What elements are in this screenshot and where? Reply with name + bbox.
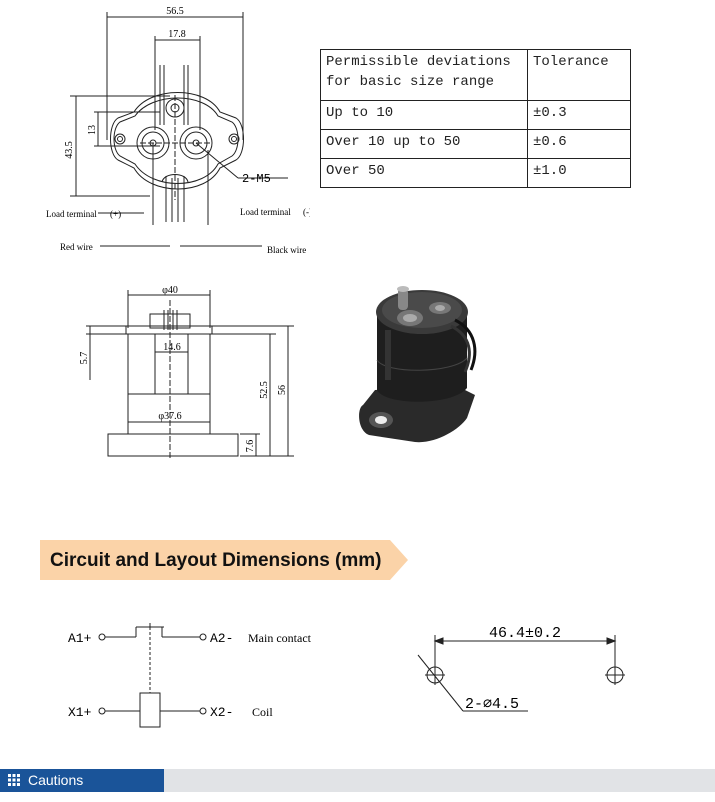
dim-body-height: 52.5 [259, 381, 270, 399]
dim-top-spacing: 17.8 [168, 29, 186, 40]
label-red-wire: Red wire [60, 242, 93, 252]
table-cell-range: Over 10 up to 50 [320, 129, 528, 159]
dim-total-height: 56 [277, 385, 288, 395]
hole-layout-diagram: 46.4±0.2 2-⌀4.5 [417, 625, 625, 713]
dim-pin-width: 14.6 [163, 342, 181, 353]
table-row: Over 10 up to 50 ±0.6 [320, 129, 631, 159]
table-cell-tolerance: ±1.0 [527, 158, 631, 188]
dim-screw: 2-M5 [242, 172, 271, 186]
table-cell-tolerance: ±0.3 [527, 100, 631, 130]
label-load-terminal-plus-sign: (+) [110, 209, 121, 219]
circuit-label-x1: X1+ [68, 705, 92, 720]
circuit-label-x2: X2- [210, 705, 233, 720]
section-heading-banner: Circuit and Layout Dimensions (mm) [40, 540, 408, 580]
dim-offset-left: 5.7 [79, 352, 90, 365]
layout-spacing-label: 46.4±0.2 [489, 625, 561, 642]
label-load-terminal-minus: Load terminal [240, 207, 291, 217]
top-view-drawing: 56.5 17.8 43.5 13 2-M5 Load terminal (+)… [46, 6, 310, 255]
grid-dots-icon [8, 774, 20, 786]
product-photo [359, 286, 477, 443]
dim-top-offset: 13 [87, 125, 98, 135]
cautions-label: Cautions [28, 772, 84, 788]
dim-top-width: 56.5 [166, 6, 184, 17]
table-row: Over 50 ±1.0 [320, 158, 631, 188]
table-cell-tolerance: ±0.6 [527, 129, 631, 159]
circuit-label-a1: A1+ [68, 631, 92, 646]
circuit-label-coil: Coil [252, 705, 273, 719]
circuit-label-a2: A2- [210, 631, 233, 646]
circuit-diagram: A1+ A2- Main contact X1+ X2- Coil [68, 623, 312, 728]
table-header-range: Permissible deviations for basic size ra… [320, 49, 528, 101]
side-view-drawing: φ40 14.6 5.7 52.5 56 φ37.6 7.6 [79, 285, 294, 460]
dim-diameter-top: φ40 [162, 285, 178, 296]
table-cell-range: Over 50 [320, 158, 528, 188]
table-row: Up to 10 ±0.3 [320, 100, 631, 130]
label-black-wire: Black wire [267, 245, 306, 255]
table-cell-range: Up to 10 [320, 100, 528, 130]
section-title: Circuit and Layout Dimensions (mm) [50, 550, 382, 571]
dim-base-height: 7.6 [245, 440, 256, 453]
layout-holes-label: 2-⌀4.5 [465, 696, 519, 713]
table-header-tolerance: Tolerance [527, 49, 631, 101]
label-load-terminal-plus: Load terminal [46, 209, 97, 219]
banner-arrow-shape [40, 540, 408, 580]
tolerance-table: Permissible deviations for basic size ra… [320, 49, 631, 188]
cautions-tab: Cautions [0, 769, 164, 792]
dim-top-height: 43.5 [64, 141, 75, 159]
cautions-section-bar: Cautions [0, 769, 715, 792]
label-load-terminal-minus-sign: (-) [303, 207, 310, 217]
dim-diameter-bottom: φ37.6 [158, 411, 181, 422]
circuit-label-main-contact: Main contact [248, 631, 312, 645]
